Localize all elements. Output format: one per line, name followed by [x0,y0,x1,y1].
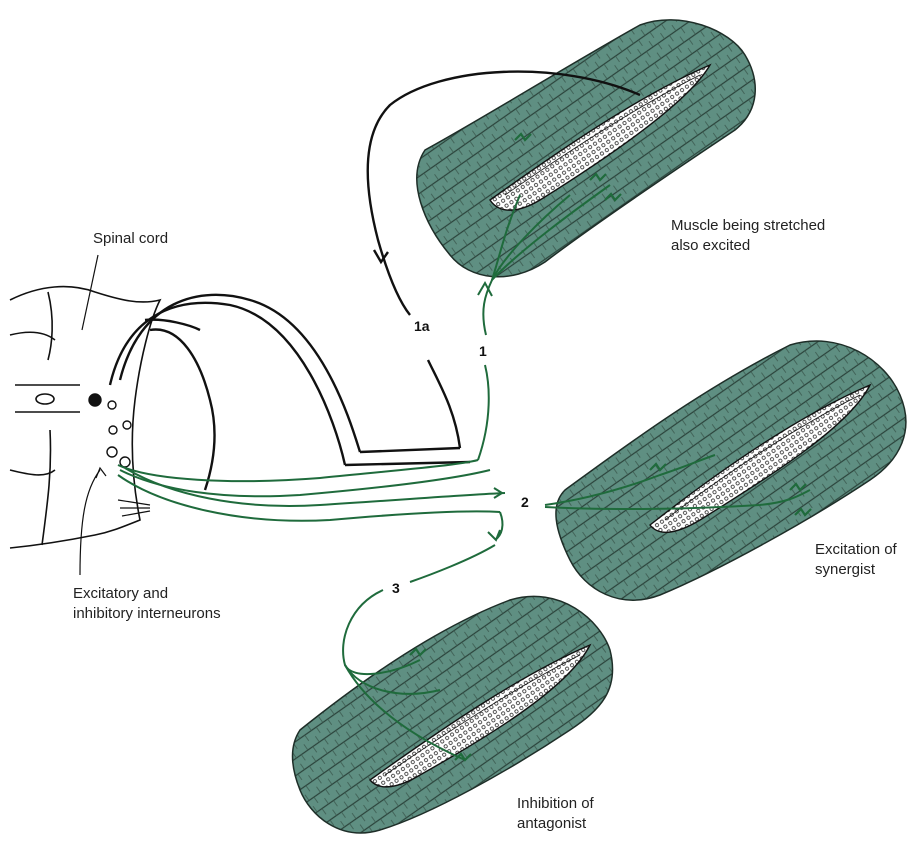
label-interneurons-line1: Excitatory and [73,585,168,603]
label-spinal-cord: Spinal cord [93,230,168,248]
label-antagonist-line1: Inhibition of [517,795,594,813]
ventral-root-fan [118,500,150,516]
label-antagonist-line2: antagonist [517,815,586,833]
pathway-number-3: 3 [390,580,402,596]
label-stretched-line1: Muscle being stretched [671,217,825,235]
pathway-number-2: 2 [519,494,531,510]
label-interneurons-line2: inhibitory interneurons [73,605,221,623]
motor-neuron-bodies [89,394,131,467]
label-synergist-line1: Excitation of [815,541,897,559]
interneuron-pointer [80,470,100,575]
label-stretched-line2: also excited [671,237,750,255]
label-synergist-line2: synergist [815,561,875,579]
pathway-number-1: 1 [477,343,489,359]
pathway-number-1a: 1a [412,318,432,334]
